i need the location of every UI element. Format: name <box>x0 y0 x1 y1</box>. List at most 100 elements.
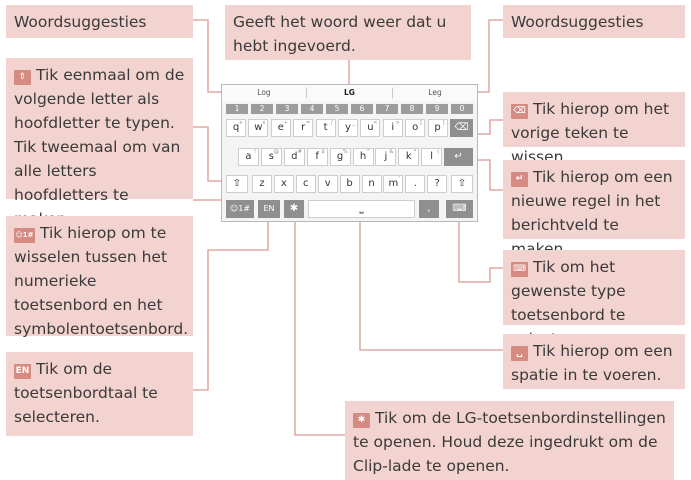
suggestion-right[interactable]: Leg <box>393 85 477 101</box>
key-secondary-label: # <box>297 149 302 155</box>
callout-word-suggestions-left: Woordsuggesties <box>6 5 193 38</box>
key-secondary-label: + <box>238 120 243 126</box>
number-key[interactable]: 9 <box>426 104 448 114</box>
symbols-key[interactable]: ☺1# <box>226 200 254 218</box>
key-label: b <box>346 178 353 189</box>
callout-keyboard-type: ⌨Tik om het gewenste type toetsenbord te… <box>503 250 685 348</box>
key-letter[interactable]: m' <box>383 175 404 193</box>
callout-space: ␣Tik hierop om een spatie in te voeren. <box>503 334 685 389</box>
key-label: q <box>232 122 240 133</box>
key-label: z <box>259 178 265 189</box>
key-secondary-label: ] <box>442 120 445 126</box>
key-letter[interactable]: s@ <box>260 148 282 166</box>
key-label: w <box>254 122 263 133</box>
key-letter[interactable]: r= <box>293 119 314 137</box>
number-key[interactable]: 0 <box>451 104 473 114</box>
key-secondary-label: > <box>395 120 400 126</box>
key-secondary-label: [ <box>420 120 423 126</box>
key-letter[interactable]: n <box>361 175 382 193</box>
backspace-key[interactable]: ⌫ <box>450 119 473 137</box>
key-label: u <box>367 122 374 133</box>
key-label: a <box>245 151 252 162</box>
key-letter[interactable]: y_ <box>338 119 358 137</box>
callout-symbols: ☺1#Tik hierop om te wisselen tussen het … <box>6 216 193 338</box>
key-letter[interactable]: f$ <box>306 148 328 166</box>
key-label: y <box>345 122 351 133</box>
key-label: n <box>368 178 375 189</box>
callout-enter: ↵Tik hierop om een nieuwe regel in het b… <box>503 160 685 258</box>
key-label: h <box>359 151 367 162</box>
key-letter[interactable]: b <box>339 175 360 193</box>
key-letter[interactable]: d# <box>283 148 305 166</box>
callout-entered-word: Geeft het woord weer dat u hebt ingevoer… <box>225 5 471 60</box>
gear-icon: ✱ <box>353 413 370 428</box>
key-secondary-label: _ <box>352 120 356 126</box>
key-letter[interactable]: e÷ <box>270 119 291 137</box>
key-letter[interactable]: t/ <box>315 119 336 137</box>
number-key[interactable]: 6 <box>351 104 373 114</box>
comma-key[interactable]: , <box>419 200 439 218</box>
key-letter[interactable]: j& <box>375 148 397 166</box>
number-key[interactable]: 2 <box>251 104 273 114</box>
key-letter[interactable]: p] <box>427 119 448 137</box>
number-key[interactable]: 8 <box>401 104 423 114</box>
key-letter[interactable]: v <box>317 175 338 193</box>
backspace-icon: ⌫ <box>511 104 528 119</box>
key-letter[interactable]: i> <box>382 119 403 137</box>
key-label: l <box>430 151 434 162</box>
shift-key-right[interactable]: ⇧ <box>451 175 473 193</box>
key-label: j <box>384 151 388 162</box>
key-letter[interactable]: c <box>295 175 316 193</box>
enter-icon: ↵ <box>511 172 528 187</box>
key-letter[interactable]: g% <box>329 148 351 166</box>
callout-backspace: ⌫Tik hierop om het vorige teken te wisse… <box>503 92 685 166</box>
key-label: t <box>323 122 328 133</box>
key-secondary-label: x <box>262 120 266 126</box>
language-key[interactable]: EN <box>258 200 280 218</box>
space-key[interactable]: ⎵ <box>308 200 415 218</box>
suggestion-left[interactable]: Log <box>222 85 306 101</box>
keyboard-type-icon: ⌨ <box>511 262 528 277</box>
number-key[interactable]: 7 <box>376 104 398 114</box>
key-letter[interactable]: h^ <box>352 148 374 166</box>
key-letter[interactable]: k* <box>398 148 420 166</box>
key-label: m <box>388 178 399 189</box>
key-label: p <box>434 122 441 133</box>
key-label: s <box>268 151 274 162</box>
key-letter[interactable]: x <box>273 175 294 193</box>
key-letter[interactable]: ? <box>427 175 448 193</box>
key-secondary-label: & <box>389 149 394 155</box>
key-label: f <box>315 151 319 162</box>
enter-key[interactable]: ↵ <box>444 148 473 166</box>
key-letter[interactable]: . <box>405 175 426 193</box>
keyboard-type-key[interactable]: ⌨ <box>446 200 473 218</box>
number-key[interactable]: 5 <box>326 104 348 114</box>
key-secondary-label: < <box>373 120 378 126</box>
key-label: g <box>336 151 344 162</box>
key-label: ? <box>434 178 440 189</box>
shift-key-left[interactable]: ⇧ <box>226 175 248 193</box>
key-secondary-label: / <box>330 120 333 126</box>
key-letter[interactable]: q+ <box>226 119 246 137</box>
key-secondary-label: ÷ <box>283 120 288 126</box>
number-key[interactable]: 3 <box>276 104 298 114</box>
key-letter[interactable]: a! <box>238 148 259 166</box>
key-label: d <box>291 151 298 162</box>
space-icon: ␣ <box>511 346 528 361</box>
language-icon: EN <box>14 364 31 379</box>
key-secondary-label: * <box>413 149 417 155</box>
key-letter[interactable]: u< <box>360 119 381 137</box>
settings-key[interactable]: ✱ <box>284 200 304 218</box>
key-letter[interactable]: l( <box>421 148 443 166</box>
suggestion-middle[interactable]: LG <box>307 85 392 101</box>
key-secondary-label: ! <box>253 149 256 155</box>
key-secondary-label: ' <box>399 176 401 182</box>
key-letter[interactable]: o[ <box>405 119 426 137</box>
number-key[interactable]: 1 <box>226 104 248 114</box>
key-letter[interactable]: z <box>252 175 272 193</box>
number-key[interactable]: 4 <box>301 104 323 114</box>
